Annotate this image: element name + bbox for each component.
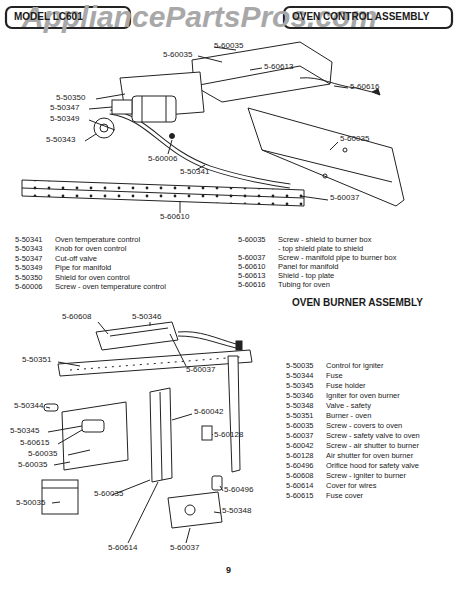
callout-number: 5-50347: [50, 104, 79, 113]
part-description: Valve - safety: [326, 402, 371, 410]
part-description: Screw - covers to oven: [326, 422, 402, 430]
section-heading: OVEN BURNER ASSEMBLY: [292, 297, 423, 308]
page-number: 9: [226, 566, 231, 576]
callout-number: 5-60006: [148, 155, 177, 164]
part-description: Oven temperature control: [55, 236, 140, 244]
part-code: 5-50341: [15, 236, 43, 244]
callout-number: 5-50341: [180, 168, 209, 177]
callout-number: 5-50343: [46, 136, 75, 145]
part-code: 5-50351: [286, 412, 314, 420]
callout-number: 5-50035: [16, 499, 45, 508]
callout-number: 5-50346: [132, 313, 161, 322]
callout-number: 5-50351: [22, 356, 51, 365]
part-code: 5-60042: [286, 442, 314, 450]
part-code: 5-60128: [286, 452, 314, 460]
callout-number: 5-50345: [10, 427, 39, 436]
part-code: 5-60614: [286, 482, 314, 490]
callout-number: 5-60035: [94, 490, 123, 499]
callout-number: 5-60613: [264, 63, 293, 72]
part-description: Cut-off valve: [55, 255, 97, 263]
part-code: 5-60613: [238, 272, 266, 280]
part-code: 5-50035: [286, 362, 314, 370]
part-code: 5-60006: [15, 283, 43, 291]
callout-number: 5-60037: [186, 366, 215, 375]
part-code: 5-50343: [15, 245, 43, 253]
part-code: 5-60610: [238, 263, 266, 271]
part-code: 5-50347: [15, 255, 43, 263]
part-description: Shield for oven control: [55, 274, 130, 282]
part-description: Air shutter for oven burner: [326, 452, 413, 460]
callout-number: 5-60608: [62, 313, 91, 322]
callout-number: 5-50344: [14, 402, 43, 411]
part-description: Fuse: [326, 372, 343, 380]
part-code: 5-50344: [286, 372, 314, 380]
part-description: Screw - air shutter to burner: [326, 442, 419, 450]
part-code: 5-60035: [286, 422, 314, 430]
part-code: 5-50349: [15, 264, 43, 272]
callout-number: 5-60035: [340, 135, 369, 144]
callout-number: 5-60035: [28, 450, 57, 459]
part-code: 5-60616: [238, 281, 266, 289]
part-description: Screw - safety valve to oven: [326, 432, 420, 440]
part-code: 5-50350: [15, 274, 43, 282]
callout-number: 5-60616: [350, 83, 379, 92]
callout-number: 5-60128: [214, 431, 243, 440]
part-description: Screw - oven temperature control: [55, 283, 166, 291]
callout-number: 5-60037: [330, 194, 359, 203]
callout-number: 5-60037: [170, 544, 199, 553]
part-code: 5-60037: [238, 254, 266, 262]
part-code: 5-50348: [286, 402, 314, 410]
model-label: MODEL LC601: [14, 11, 83, 22]
part-code: 5-60037: [286, 432, 314, 440]
part-description: Screw - shield to burner box: [278, 236, 371, 244]
part-code: 5-50345: [286, 382, 314, 390]
callout-number: 5-60496: [224, 486, 253, 495]
callout-number: 5-50350: [56, 94, 85, 103]
callout-number: 5-60035: [18, 461, 47, 470]
callout-number: 5-60042: [194, 408, 223, 417]
part-code: 5-60608: [286, 472, 314, 480]
part-description: Fuse cover: [326, 492, 363, 500]
section-title: OVEN CONTROL ASSEMBLY: [292, 11, 429, 22]
part-description: - top shield plate to shield: [278, 245, 363, 253]
callout-number: 5-50349: [50, 115, 79, 124]
part-description: Screw - igniter to burner: [326, 472, 406, 480]
part-description: Pipe for manifold: [55, 264, 111, 272]
part-code: 5-60615: [286, 492, 314, 500]
part-description: Burner - oven: [326, 412, 371, 420]
part-description: Knob for oven control: [55, 245, 126, 253]
callout-number: 5-60035: [163, 51, 192, 60]
callout-number: 5-60610: [160, 213, 189, 222]
part-code: 5-60035: [238, 236, 266, 244]
part-description: Tubing for oven: [278, 281, 330, 289]
part-description: Cover for wires: [326, 482, 376, 490]
callout-number: 5-60035: [214, 42, 243, 51]
part-description: Shield - top plate: [278, 272, 334, 280]
part-description: Panel for manifold: [278, 263, 338, 271]
part-description: Fuse holder: [326, 382, 366, 390]
part-code: 5-60496: [286, 462, 314, 470]
callout-number: 5-60614: [108, 544, 137, 553]
callout-number: 5-50348: [222, 507, 251, 516]
part-description: Screw - manifold pipe to burner box: [278, 254, 396, 262]
callout-number: 5-60615: [20, 439, 49, 448]
part-code: 5-50346: [286, 392, 314, 400]
part-description: Control for igniter: [326, 362, 384, 370]
part-description: Orifice hood for safety valve: [326, 462, 419, 470]
part-description: Igniter for oven burner: [326, 392, 400, 400]
